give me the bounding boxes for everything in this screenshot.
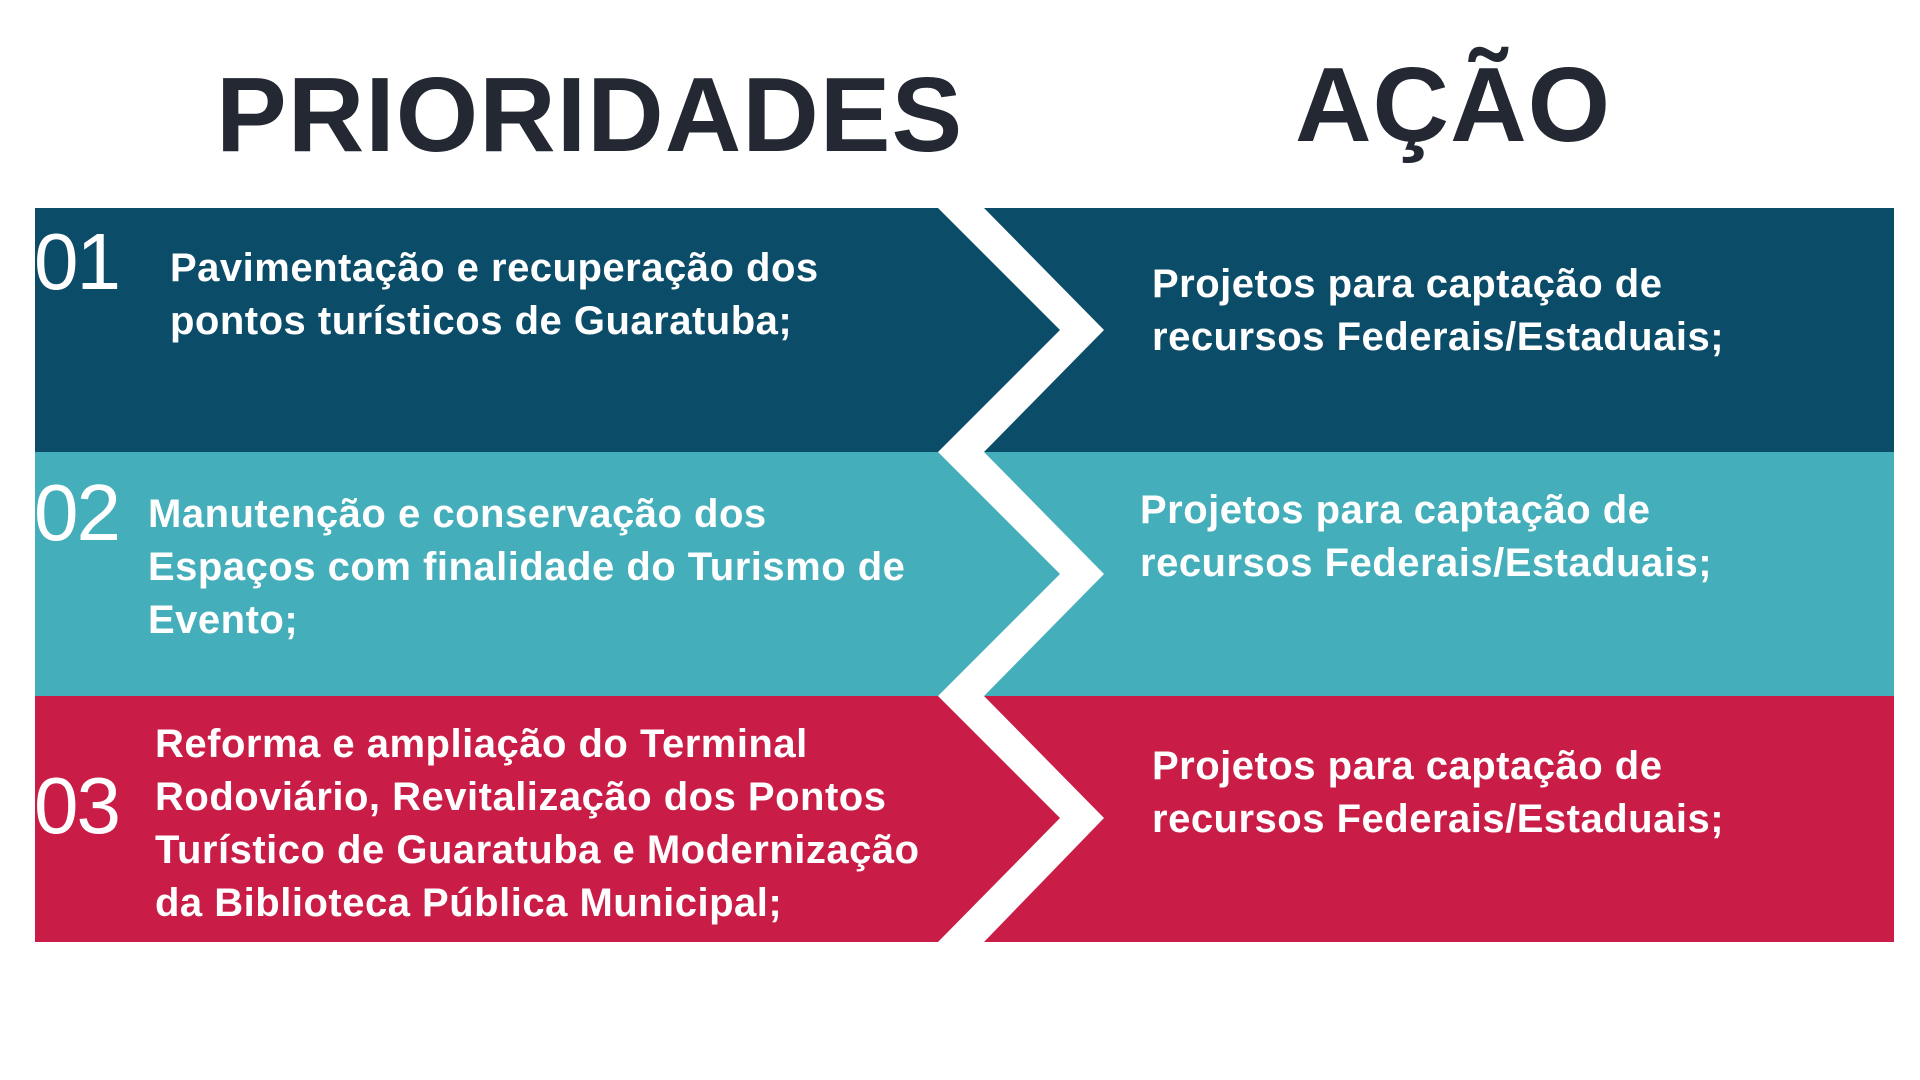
row-1-action-line: Projetos para captação de <box>1152 262 1663 306</box>
row-2-action-band <box>984 452 1894 696</box>
row-3-priority-line: Turístico de Guaratuba e Modernização <box>155 828 920 872</box>
priorities-heading: PRIORIDADES <box>216 56 964 174</box>
row-1-priority-band <box>35 208 1060 452</box>
row-1-number: 01 <box>34 217 121 306</box>
row-3-action-text: Projetos para captação de recursos Feder… <box>1152 740 1724 846</box>
row-3-priority-line: da Biblioteca Pública Municipal; <box>155 881 783 925</box>
action-heading: AÇÃO <box>1295 46 1612 164</box>
row-2-priority-band <box>35 452 1060 696</box>
row-3-action-line: Projetos para captação de <box>1152 744 1663 788</box>
row-2-action-line: Projetos para captação de <box>1140 488 1651 532</box>
row-3-action-band <box>984 696 1894 942</box>
row-1-action-band <box>984 208 1894 452</box>
row-1-priority-line: Pavimentação e recuperação dos <box>170 246 819 290</box>
row-2-priority-text: Manutenção e conservação dos Espaços com… <box>148 488 905 647</box>
row-2-priority-line: Manutenção e conservação dos <box>148 492 767 536</box>
row-2-number: 02 <box>34 468 121 557</box>
row-2-action-text: Projetos para captação de recursos Feder… <box>1140 484 1712 590</box>
row-2-action-line: recursos Federais/Estaduais; <box>1140 541 1713 585</box>
row-3-priority-band <box>35 696 1060 942</box>
row-1-priority-text: Pavimentação e recuperação dos pontos tu… <box>170 242 819 348</box>
row-3-action-line: recursos Federais/Estaduais; <box>1152 797 1725 841</box>
row-2-priority-line: Espaços com finalidade do Turismo de <box>148 545 906 589</box>
row-3-priority-text: Reforma e ampliação do Terminal Rodoviár… <box>155 718 920 930</box>
row-1-action-line: recursos Federais/Estaduais; <box>1152 315 1725 359</box>
row-1-priority-line: pontos turísticos de Guaratuba; <box>170 299 793 343</box>
row-1-action-text: Projetos para captação de recursos Feder… <box>1152 258 1724 364</box>
row-3-priority-line: Rodoviário, Revitalização dos Pontos <box>155 775 887 819</box>
row-2-priority-line: Evento; <box>148 598 299 642</box>
row-3-number: 03 <box>34 761 121 850</box>
row-3-priority-line: Reforma e ampliação do Terminal <box>155 722 808 766</box>
